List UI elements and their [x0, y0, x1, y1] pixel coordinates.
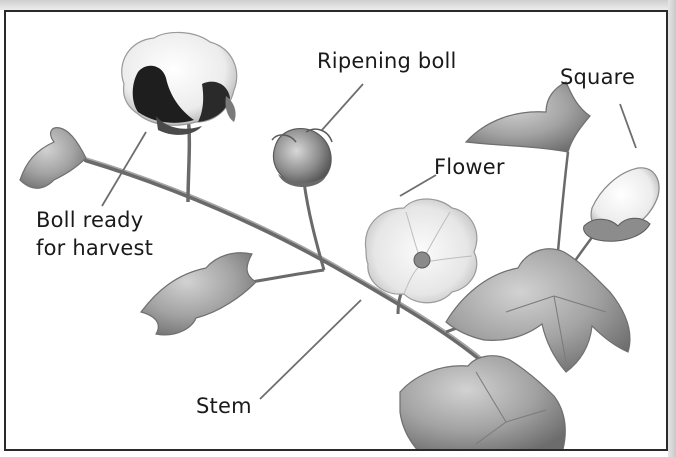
- leader-flower: [400, 175, 436, 196]
- boll-ready-for-harvest: [122, 32, 237, 135]
- label-stem: Stem: [196, 393, 252, 420]
- leaf-left: [141, 253, 256, 335]
- branch-left-leaf: [251, 270, 324, 282]
- label-boll-ready-line2: for harvest: [36, 235, 153, 262]
- top-shadow-bar: [0, 0, 676, 10]
- label-ripening-boll: Ripening boll: [317, 48, 457, 75]
- leader-square: [620, 104, 636, 148]
- label-square: Square: [560, 64, 635, 91]
- right-shadow-bar: [668, 0, 676, 457]
- flower: [365, 199, 476, 303]
- diagram-frame: Ripening boll Square Flower Boll ready f…: [4, 10, 668, 451]
- leaf-top-right: [466, 82, 590, 152]
- leaf-bottom: [400, 356, 565, 451]
- leaf-far-left: [20, 128, 86, 189]
- label-flower: Flower: [434, 154, 505, 181]
- leader-stem: [260, 300, 361, 399]
- label-boll-ready-line1: Boll ready: [36, 207, 143, 234]
- leader-ripening-boll: [322, 84, 363, 130]
- square-bud: [584, 168, 659, 241]
- ripening-boll: [272, 129, 332, 187]
